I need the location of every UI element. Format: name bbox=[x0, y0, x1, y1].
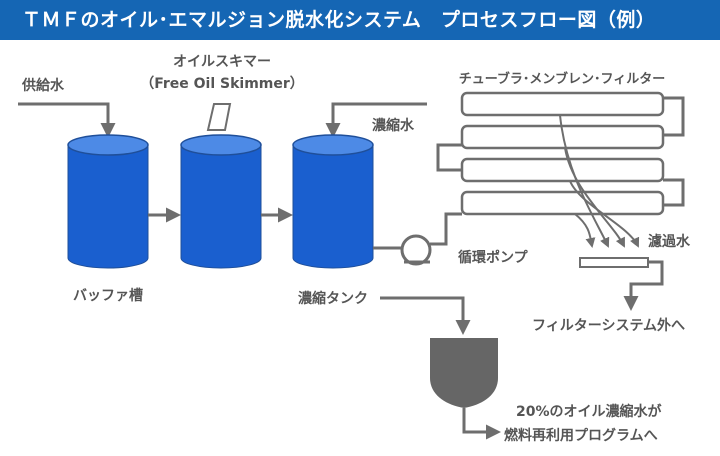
pipe-to-oil-hopper bbox=[380, 296, 471, 335]
filtrate-flow-lines bbox=[559, 114, 640, 248]
label-filtrate: 濾過水 bbox=[648, 233, 691, 250]
pipe-pump-to-filters bbox=[430, 212, 462, 246]
label-feed-water: 供給水 bbox=[21, 77, 65, 94]
oil-concentrate-hopper bbox=[430, 338, 498, 408]
label-tubular-filter: チューブラ･メンブレン･フィルター bbox=[459, 71, 666, 87]
filtrate-outlet-pipe bbox=[623, 260, 664, 311]
feed-pipe bbox=[18, 102, 116, 138]
skimmer-tank bbox=[180, 134, 262, 269]
concentrate-return-pipe bbox=[325, 102, 427, 138]
concentrate-tank bbox=[292, 134, 374, 269]
label-concentrate-water: 濃縮水 bbox=[372, 117, 415, 134]
circulation-pump bbox=[400, 234, 432, 266]
page-title: ＴＭＦのオイル･エマルジョン脱水化システム プロセスフロー図（例） bbox=[22, 9, 656, 31]
filter-serpentine-pipe bbox=[436, 96, 685, 207]
filtrate-collector bbox=[579, 257, 649, 268]
buffer-tank bbox=[67, 134, 149, 269]
label-oil-skimmer-en: （Free Oil Skimmer） bbox=[140, 76, 304, 92]
tubular-membrane-filter bbox=[460, 91, 665, 216]
label-oil-output-line2: 燃料再利用プログラムへ bbox=[504, 427, 658, 444]
title-bar: ＴＭＦのオイル･エマルジョン脱水化システム プロセスフロー図（例） bbox=[0, 0, 720, 40]
oil-outlet-pipe bbox=[462, 408, 501, 440]
label-out-of-system: フィルターシステム外へ bbox=[532, 317, 685, 334]
label-oil-output-line1: 20%のオイル濃縮水が bbox=[516, 403, 663, 420]
label-circulation-pump: 循環ポンプ bbox=[458, 249, 529, 266]
label-oil-skimmer: オイルスキマー bbox=[173, 54, 271, 70]
label-buffer-tank: バッファ槽 bbox=[73, 287, 143, 304]
label-concentrate-tank: 濃縮タンク bbox=[298, 290, 368, 307]
oil-skimmer-device bbox=[206, 103, 232, 131]
